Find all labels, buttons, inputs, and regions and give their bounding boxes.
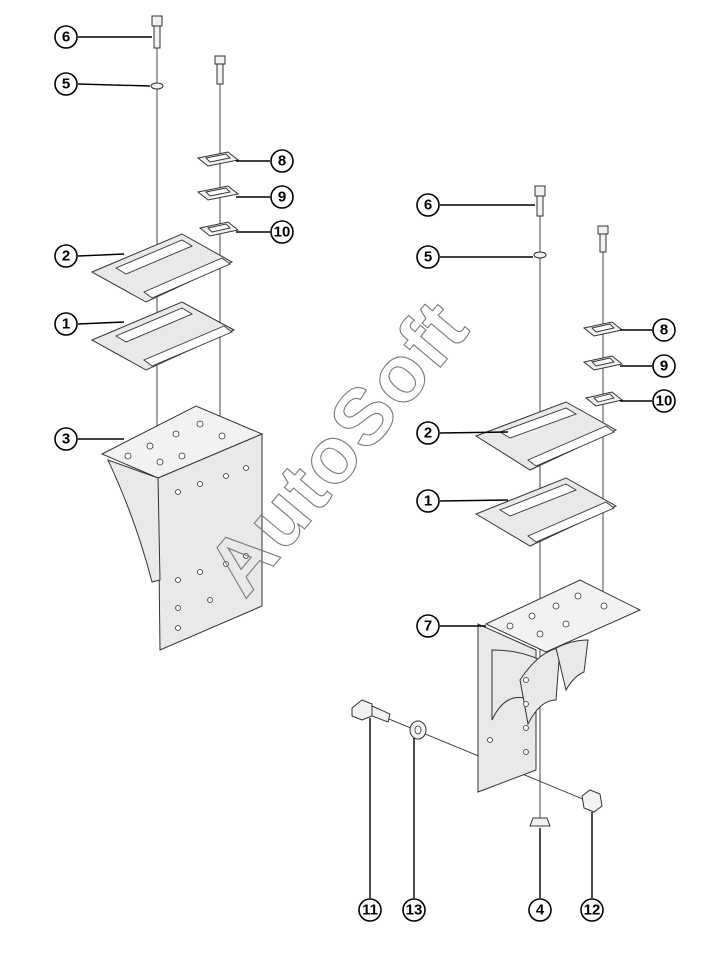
- svg-text:9: 9: [660, 358, 668, 375]
- left-bracket-3: [100, 405, 264, 651]
- left-washer-5: [150, 82, 164, 90]
- svg-text:8: 8: [278, 153, 286, 170]
- right-callout-5: 5: [416, 245, 440, 269]
- right-callout-4: 4: [528, 898, 552, 922]
- right-bolt-long: [597, 225, 609, 253]
- svg-text:6: 6: [62, 29, 70, 46]
- svg-text:8: 8: [660, 322, 668, 339]
- svg-text:5: 5: [424, 249, 432, 266]
- right-callout-6: 6: [416, 193, 440, 217]
- left-shim-8: [196, 151, 240, 167]
- svg-text:7: 7: [424, 618, 432, 635]
- svg-text:1: 1: [424, 493, 432, 510]
- svg-text:10: 10: [274, 224, 291, 241]
- left-shim-9: [196, 185, 240, 201]
- svg-text:10: 10: [656, 393, 673, 410]
- right-assembly: 6 5 8 9 10 2 1: [351, 185, 676, 922]
- svg-text:9: 9: [278, 189, 286, 206]
- left-plate-2: [90, 233, 234, 303]
- left-bolt-long: [214, 55, 226, 85]
- right-callout-11: 11: [358, 898, 382, 922]
- right-bracket-7: [477, 579, 642, 793]
- svg-text:2: 2: [62, 248, 70, 265]
- left-callout-3: 3: [54, 427, 78, 451]
- right-shim-10: [584, 391, 624, 407]
- right-callout-12: 12: [580, 898, 604, 922]
- right-callout-2: 2: [416, 421, 440, 445]
- svg-text:2: 2: [424, 425, 432, 442]
- right-nut-12: [581, 789, 603, 813]
- right-shim-8: [582, 321, 624, 337]
- svg-text:13: 13: [406, 902, 423, 919]
- right-bolt-6: [534, 185, 546, 217]
- left-bolt-6: [151, 15, 163, 49]
- left-plate-1: [90, 301, 236, 371]
- svg-text:3: 3: [62, 431, 70, 448]
- left-callout-10: 10: [270, 220, 294, 244]
- right-washer-5: [533, 251, 547, 259]
- right-callout-1: 1: [416, 489, 440, 513]
- right-shim-9: [582, 355, 624, 371]
- right-callout-13: 13: [402, 898, 426, 922]
- right-bolt-11: [351, 699, 391, 723]
- left-callout-5: 5: [54, 72, 78, 96]
- svg-text:5: 5: [62, 76, 70, 93]
- svg-text:6: 6: [424, 197, 432, 214]
- right-nut-4: [529, 817, 551, 827]
- left-callout-2: 2: [54, 244, 78, 268]
- left-callout-1: 1: [54, 312, 78, 336]
- svg-text:12: 12: [584, 902, 601, 919]
- right-callout-10: 10: [652, 389, 676, 413]
- left-assembly: 6 5 8 9 10 2 1: [54, 15, 294, 651]
- left-callout-9: 9: [270, 185, 294, 209]
- svg-text:1: 1: [62, 316, 70, 333]
- left-callout-6: 6: [54, 25, 78, 49]
- svg-text:11: 11: [362, 902, 378, 919]
- svg-text:4: 4: [536, 902, 545, 919]
- right-callout-7: 7: [416, 614, 440, 638]
- left-callout-8: 8: [270, 149, 294, 173]
- right-callout-9: 9: [652, 354, 676, 378]
- right-callout-8: 8: [652, 318, 676, 342]
- left-shim-10: [198, 221, 240, 237]
- right-plate-2: [474, 401, 618, 471]
- right-plate-1: [474, 477, 618, 547]
